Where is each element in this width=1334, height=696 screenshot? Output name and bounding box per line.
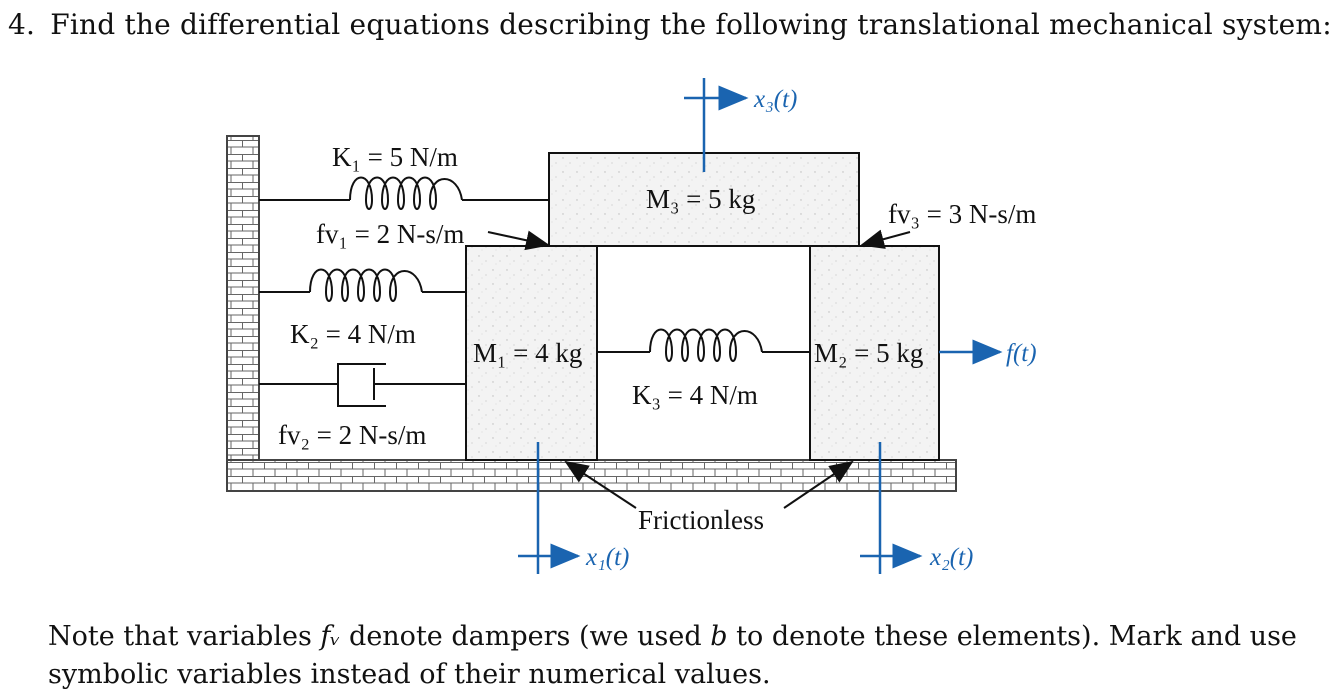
spring-k1 bbox=[259, 176, 549, 210]
frictionless-pointer-right bbox=[783, 460, 854, 509]
label-x2: x₂(t) bbox=[929, 544, 973, 571]
label-m2: M₂ = 5 kg bbox=[814, 338, 923, 368]
label-k2: K₂ = 4 N/m bbox=[290, 319, 416, 349]
note-symbol-b: b bbox=[710, 621, 728, 652]
label-force: f(t) bbox=[1006, 340, 1037, 367]
question-heading: 4. Find the differential equations descr… bbox=[8, 8, 1332, 41]
label-fv3: fv₃ = 3 N-s/m bbox=[888, 199, 1036, 229]
x1-signal bbox=[518, 442, 581, 574]
x2-signal bbox=[860, 442, 923, 574]
label-x1: x₁(t) bbox=[585, 544, 629, 571]
x3-signal bbox=[684, 78, 749, 172]
label-k3: K₃ = 4 N/m bbox=[632, 380, 758, 410]
note-text-3: to denote these elements). Mark and use … bbox=[48, 621, 1297, 690]
fv1-pointer bbox=[487, 230, 550, 251]
mechanical-system-diagram: K₁ = 5 N/m fv₁ = 2 N-s/m K₂ = 4 N/m fv₂ … bbox=[226, 78, 1037, 574]
label-frictionless: Frictionless bbox=[638, 505, 764, 535]
spring-k2 bbox=[259, 268, 466, 302]
note-paragraph: Note that variables fᵥ denote dampers (w… bbox=[48, 618, 1318, 694]
label-x3: x₃(t) bbox=[753, 86, 797, 113]
label-fv1: fv₁ = 2 N-s/m bbox=[316, 219, 464, 249]
note-symbol-fv: fᵥ bbox=[320, 621, 341, 652]
label-k1: K₁ = 5 N/m bbox=[332, 142, 458, 172]
wall bbox=[226, 135, 260, 492]
note-text-1: Note that variables bbox=[48, 621, 321, 652]
spring-k3 bbox=[597, 328, 810, 362]
note-text-2: denote dampers (we used bbox=[340, 621, 711, 652]
question-text: Find the differential equations describi… bbox=[50, 8, 1332, 41]
frictionless-pointer-left bbox=[564, 460, 637, 509]
fv3-pointer bbox=[860, 229, 911, 249]
damper-fv2 bbox=[259, 363, 466, 407]
label-m3: M₃ = 5 kg bbox=[646, 184, 755, 214]
label-m1: M₁ = 4 kg bbox=[473, 338, 582, 368]
label-fv2: fv₂ = 2 N-s/m bbox=[278, 420, 426, 450]
question-number: 4. bbox=[8, 8, 36, 41]
